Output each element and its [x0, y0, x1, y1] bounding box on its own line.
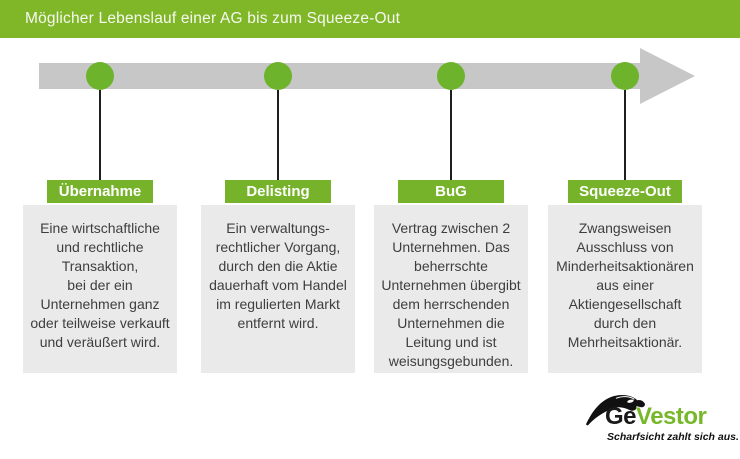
stage-description: Eine wirtschaftliche und rechtliche Tran…: [23, 205, 177, 373]
stage-description: Vertrag zwischen 2 Unternehmen. Das behe…: [374, 205, 528, 373]
header-bar: Möglicher Lebenslauf einer AG bis zum Sq…: [0, 0, 740, 38]
gevestor-logo: GeVestor Scharfsicht zahlt sich aus.: [583, 390, 739, 452]
stage-label: BuG: [398, 180, 504, 203]
timeline-bar: [39, 63, 640, 89]
timeline-node: [437, 62, 465, 90]
stage-description: Ein verwaltungs- rechtlicher Vorgang, du…: [201, 205, 355, 373]
connector-line: [624, 90, 626, 180]
stage-column-delisting: Delisting Ein verwaltungs- rechtlicher V…: [201, 180, 355, 373]
stage-label: Übernahme: [47, 180, 153, 203]
stage-description: Zwangsweisen Ausschluss von Minderheitsa…: [548, 205, 702, 373]
eagle-icon: [585, 395, 645, 426]
connector-line: [99, 90, 101, 180]
stage-column-squeeze-out: Squeeze-Out Zwangsweisen Ausschluss von …: [548, 180, 702, 373]
connector-line: [277, 90, 279, 180]
brand-tagline: Scharfsicht zahlt sich aus.: [607, 431, 739, 443]
timeline-node: [86, 62, 114, 90]
stage-column-uebernahme: Übernahme Eine wirtschaftliche und recht…: [23, 180, 177, 373]
stage-label: Delisting: [225, 180, 331, 203]
stage-column-bug: BuG Vertrag zwischen 2 Unternehmen. Das …: [374, 180, 528, 373]
brand-suffix: Vestor: [636, 403, 707, 430]
timeline-arrowhead-icon: [640, 48, 695, 104]
connector-line: [450, 90, 452, 180]
brand-prefix: Ge: [605, 403, 637, 430]
timeline-node: [264, 62, 292, 90]
page-title: Möglicher Lebenslauf einer AG bis zum Sq…: [25, 10, 401, 27]
stage-label: Squeeze-Out: [568, 180, 682, 203]
brand-wordmark: GeVestor: [605, 403, 707, 431]
timeline-node: [611, 62, 639, 90]
